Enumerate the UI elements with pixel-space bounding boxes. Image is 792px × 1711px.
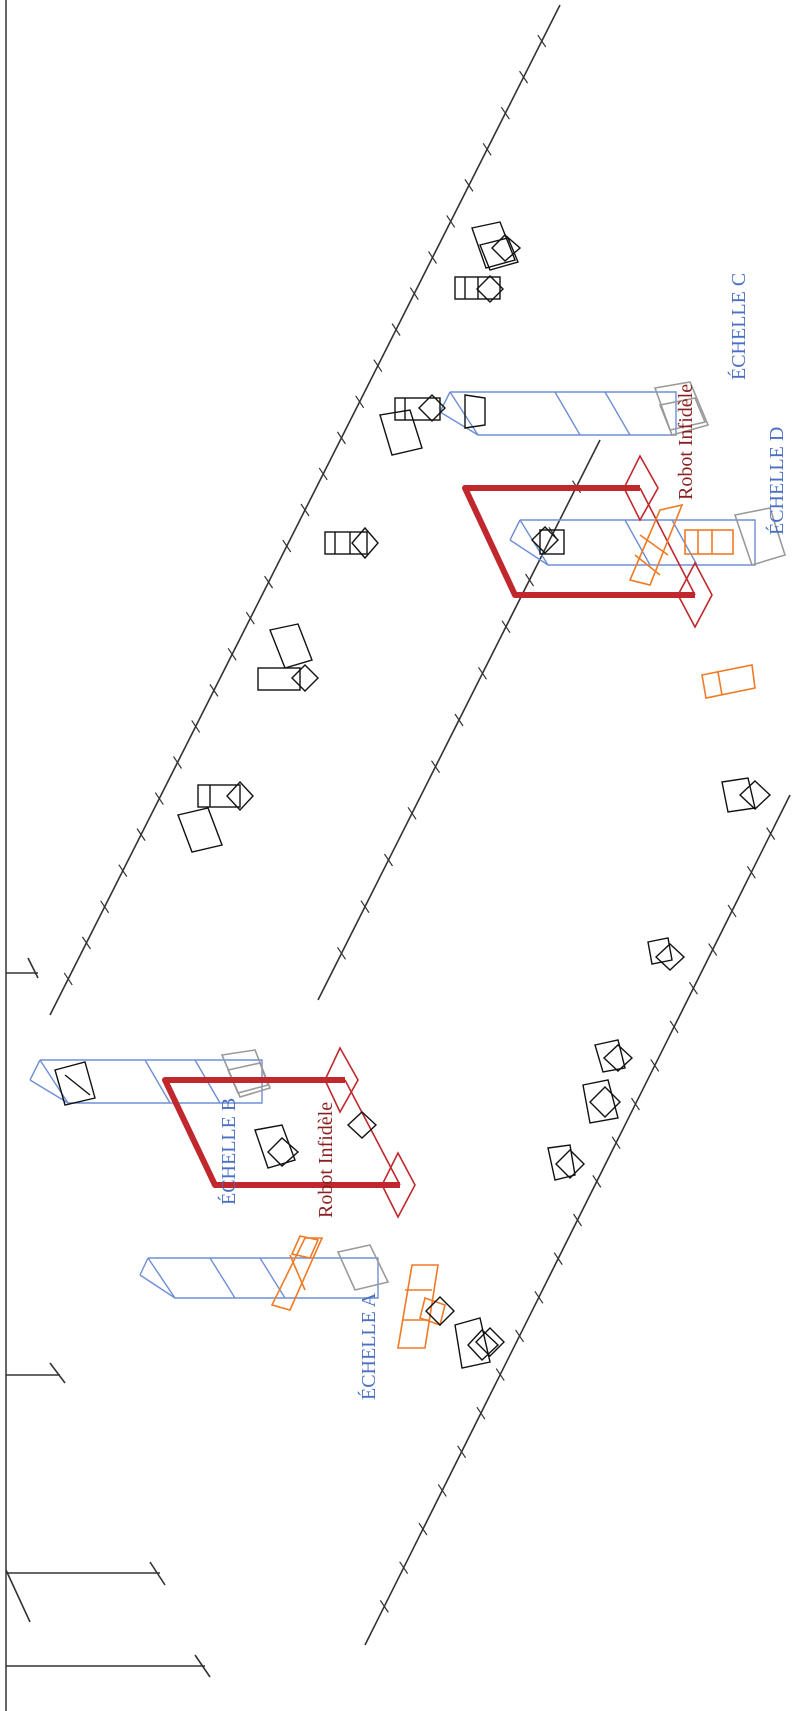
rail-ticks: [63, 34, 776, 1613]
label-echelle-b: ÉCHELLE B: [217, 1098, 240, 1205]
rail-tick: [464, 179, 474, 192]
object-orange-5: [701, 664, 756, 699]
label-echelle-a: ÉCHELLE A: [357, 1292, 380, 1400]
rail-tick: [63, 972, 73, 986]
rail-tick: [482, 142, 492, 156]
rail-tick: [688, 981, 698, 995]
rail-tick: [399, 1561, 409, 1575]
ladder-c: [439, 381, 710, 436]
rail-tick: [537, 34, 547, 48]
label-echelle-c: ÉCHELLE C: [727, 273, 750, 380]
rail-tick: [553, 1252, 563, 1265]
object-black-6: [177, 780, 254, 853]
rail-tick: [476, 1406, 486, 1420]
rail-tick: [409, 287, 419, 300]
black-objects: [54, 221, 772, 1369]
object-orange-2: [397, 1264, 446, 1349]
object-black-15: [531, 526, 565, 555]
rail-tick: [431, 760, 440, 773]
rail-tick: [708, 943, 718, 956]
label-robot-infidele-2: Robot Infidèle: [675, 384, 697, 500]
rail-tick: [373, 359, 383, 373]
label-echelle-d: ÉCHELLE D: [765, 427, 788, 535]
rail-tick: [437, 1484, 447, 1497]
rail-tick: [191, 720, 201, 733]
rail-tick: [300, 503, 310, 517]
rail-tick: [630, 1097, 640, 1111]
object-black-1: [471, 221, 522, 271]
rail-tick: [573, 1213, 582, 1227]
object-black-12: [594, 1039, 634, 1073]
rail-tick: [264, 575, 274, 589]
rail-tick: [337, 947, 346, 960]
object-black-2: [454, 275, 504, 303]
rail-tick: [227, 647, 237, 661]
robot-frame-1: [162, 1046, 416, 1219]
rail-tick: [136, 828, 146, 841]
object-black-10: [547, 1144, 585, 1181]
rail-tick: [100, 900, 110, 914]
label-robot-infidele-1: Robot Infidèle: [315, 1102, 337, 1218]
object-black-7: [54, 1061, 96, 1106]
rail-tick: [173, 756, 182, 769]
ladder-a: [139, 1244, 390, 1299]
rail-tick: [428, 251, 437, 264]
rail-tick: [478, 667, 487, 680]
object-black-3: [379, 394, 486, 456]
rail-tick: [592, 1175, 602, 1188]
rail-tick: [81, 936, 91, 950]
black-markers: [346, 1111, 505, 1357]
rail-tick: [118, 864, 128, 878]
object-black-14: [721, 777, 772, 813]
left-stubs: [5, 957, 211, 1678]
object-black-8: [254, 1124, 300, 1169]
rail-tick: [534, 1290, 544, 1304]
rail-tick: [525, 573, 534, 587]
rail-tick: [727, 904, 737, 918]
object-black-4: [324, 526, 379, 560]
rail-tick: [746, 865, 756, 879]
rail-tick: [501, 620, 511, 633]
object-orange-3: [628, 503, 684, 586]
rail-tick: [669, 1020, 679, 1034]
rail-tick: [766, 827, 776, 840]
object-orange-4: [684, 529, 734, 555]
rail-tick: [515, 1329, 525, 1343]
rail-tick: [154, 792, 164, 805]
rail-tick: [407, 807, 417, 820]
rail-tick: [519, 70, 529, 84]
object-black-11: [582, 1079, 621, 1124]
rail-tick: [611, 1136, 621, 1150]
rail-tick: [391, 323, 401, 336]
object-orange-1: [270, 1235, 324, 1311]
rail-tick: [360, 900, 370, 913]
orange-objects: [270, 503, 756, 1349]
rail-tick: [318, 467, 328, 481]
rail-tick: [336, 431, 346, 445]
rail-tick: [418, 1522, 428, 1536]
rail-tick: [500, 106, 510, 120]
rail-tick: [282, 539, 292, 553]
rail-tick: [384, 853, 393, 867]
rail-tick: [245, 611, 255, 625]
rail-tick: [355, 395, 365, 409]
rail-tick: [379, 1600, 389, 1613]
rail-tick: [454, 713, 464, 727]
rail-tick: [209, 684, 219, 697]
rail-tick: [650, 1059, 660, 1072]
rail-tick: [446, 215, 456, 228]
object-black-9: [454, 1317, 500, 1369]
object-black-5: [257, 623, 319, 692]
object-black-13: [647, 937, 686, 971]
rail-tick: [457, 1445, 467, 1459]
rail-tick: [495, 1368, 505, 1381]
